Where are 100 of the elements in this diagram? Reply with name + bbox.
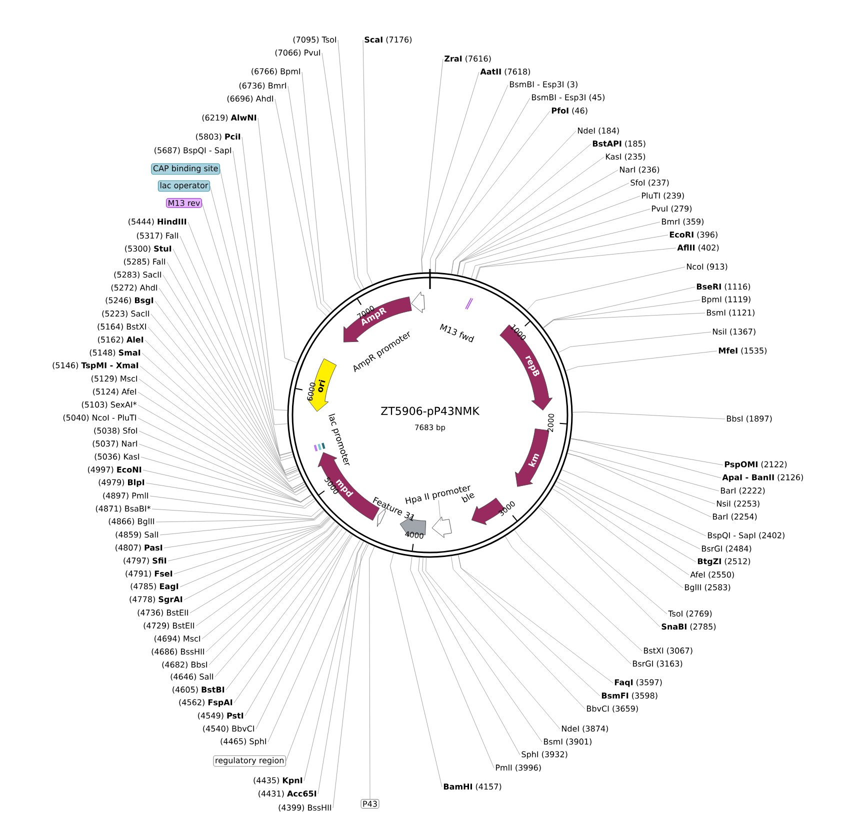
enzyme-label: (4797) SfiI <box>124 557 166 565</box>
enzyme-label: (4866) BglII <box>108 518 154 526</box>
enzyme-label: AflII (402) <box>677 244 719 252</box>
enzyme-label: NsiI (2253) <box>716 500 760 508</box>
leader-line <box>538 508 660 628</box>
enzyme-label: SphI (3932) <box>522 751 568 759</box>
enzyme-label: PspOMI (2122) <box>724 461 787 469</box>
enzyme-label: (5300) StuI <box>125 245 172 253</box>
leader-line <box>568 450 720 492</box>
enzyme-label: (5272) AhdI <box>111 284 157 292</box>
leader-line <box>210 186 293 458</box>
leader-line <box>362 40 373 284</box>
leader-line <box>458 554 600 696</box>
enzyme-label: (5687) BspQI - SapI <box>154 147 231 155</box>
enzyme-label: (7066) PvuI <box>275 49 320 57</box>
leader-line <box>568 453 716 504</box>
enzyme-label: NcoI (913) <box>686 263 728 271</box>
enzyme-label: (4431) Acc65I <box>258 790 316 798</box>
leader-line <box>244 534 352 716</box>
enzyme-label: (7095) TsoI <box>293 36 336 44</box>
feature-segment <box>432 516 452 538</box>
enzyme-label: (5129) MscI <box>92 375 137 383</box>
enzyme-label: BsmFI (3598) <box>602 692 658 700</box>
enzyme-label: NarI (236) <box>620 166 660 174</box>
feature-label: P43 <box>360 799 380 809</box>
leader-line <box>542 286 696 328</box>
enzyme-label: PvuI (279) <box>652 205 692 213</box>
leader-line <box>184 518 332 600</box>
enzyme-label: (4549) PstI <box>198 712 244 720</box>
enzyme-label: BsmI (3901) <box>544 738 592 746</box>
leader-line <box>338 40 364 288</box>
leader-line <box>570 438 724 466</box>
enzyme-label: EcoRI (396) <box>670 231 718 239</box>
leader-line <box>274 98 327 316</box>
enzyme-label: PmlI (3996) <box>496 764 541 772</box>
leader-line <box>188 222 292 456</box>
enzyme-label: (4807) PasI <box>116 544 162 552</box>
enzyme-label: (4729) BstEII <box>144 622 194 630</box>
leader-line <box>457 182 630 275</box>
enzyme-label: NdeI (184) <box>578 127 619 135</box>
leader-line <box>421 58 444 272</box>
enzyme-label: (5803) PciI <box>196 133 240 141</box>
leader-line <box>138 444 312 502</box>
enzyme-label: (5444) HindIII <box>128 218 186 226</box>
enzyme-label: (5038) SfoI <box>94 427 137 435</box>
enzyme-label: AfeI (2550) <box>690 571 734 579</box>
leader-line <box>543 312 706 328</box>
enzyme-label: (4682) BbsI <box>162 661 207 669</box>
leader-line <box>234 534 351 704</box>
leader-line <box>438 500 441 522</box>
leader-line <box>152 508 324 520</box>
leader-line <box>554 485 690 576</box>
leader-line <box>202 202 292 456</box>
enzyme-label: AatII (7618) <box>480 68 530 76</box>
leader-line <box>268 540 360 742</box>
feature-label: regulatory region <box>213 755 286 767</box>
leader-line <box>180 517 330 588</box>
enzyme-label: (5146) TspMI - XmaI <box>52 362 138 370</box>
leader-line <box>471 222 660 278</box>
enzyme-label: (4997) EcoNI <box>88 466 142 474</box>
leader-line <box>226 530 347 690</box>
enzyme-label: (4465) SphI <box>220 738 266 746</box>
leader-line <box>369 546 375 800</box>
leader-line <box>562 470 706 536</box>
enzyme-label: (4399) BssHII <box>278 804 331 812</box>
enzyme-label: PfoI (46) <box>552 107 588 115</box>
enzyme-label: BmrI (359) <box>662 218 704 226</box>
leader-line <box>322 52 362 290</box>
enzyme-label: SnaBI (2785) <box>662 623 716 631</box>
enzyme-label: NsiI (1367) <box>712 328 756 336</box>
leader-line <box>552 488 684 588</box>
leader-line <box>457 156 604 275</box>
leader-line <box>258 118 298 364</box>
enzyme-label: (4646) SalI <box>170 673 213 681</box>
enzyme-label: SfoI (237) <box>630 179 669 187</box>
enzyme-label: FaqI (3597) <box>614 679 662 687</box>
leader-line <box>140 456 312 502</box>
enzyme-label: BarI (2254) <box>712 513 757 521</box>
leader-line <box>156 510 324 522</box>
enzyme-label: BstAPI (185) <box>592 140 646 148</box>
leader-line <box>505 536 632 664</box>
enzyme-label: (6219) AlwNI <box>202 114 256 122</box>
enzyme-label: BspQI - SapI (2402) <box>708 532 784 540</box>
leader-line <box>558 332 712 353</box>
leader-line <box>288 86 330 313</box>
enzyme-label: PluTI (239) <box>642 192 684 200</box>
enzyme-label: (5317) FalI <box>137 232 178 240</box>
leader-line <box>475 234 668 280</box>
enzyme-label: (5283) SacII <box>114 271 161 279</box>
leader-line <box>570 438 722 478</box>
leader-line <box>138 418 312 502</box>
leader-line <box>164 515 329 548</box>
enzyme-label: (5164) BstXI <box>98 323 146 331</box>
enzyme-label: BamHI (4157) <box>444 783 502 791</box>
feature-label: CAP binding site <box>151 163 220 175</box>
enzyme-label: (6766) BpmI <box>252 68 300 76</box>
enzyme-label: (5285) FalI <box>124 258 166 266</box>
plasmid-name: ZT5906-pP43NMK <box>381 406 480 418</box>
leader-line <box>174 516 330 574</box>
leader-line <box>190 521 335 614</box>
